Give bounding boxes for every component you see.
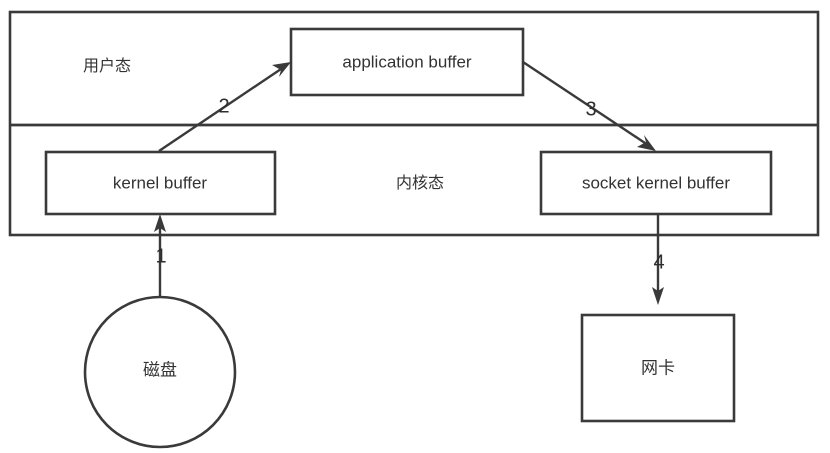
edge-4-label: 4 xyxy=(653,251,664,273)
node-kernel-buffer[interactable]: kernel buffer xyxy=(44,150,277,216)
space-container-outline xyxy=(8,10,820,237)
edge-2-kernel-buffer-to-application-buffer: 2 xyxy=(158,62,291,152)
space-container xyxy=(8,10,820,237)
node-disk[interactable]: 磁盘 xyxy=(83,295,237,449)
edge-3-line xyxy=(522,61,646,144)
disk-label: 磁盘 xyxy=(143,360,177,379)
edge-2-arrow-head xyxy=(272,62,291,77)
node-application-buffer[interactable]: application buffer xyxy=(289,27,525,97)
network-card-label: 网卡 xyxy=(641,358,675,377)
kernel-buffer-box[interactable] xyxy=(44,150,277,216)
edge-3-arrow-head xyxy=(637,135,656,151)
socket-kernel-buffer-box[interactable] xyxy=(539,150,773,216)
edge-1-label: 1 xyxy=(155,245,166,267)
node-socket-kernel-buffer[interactable]: socket kernel buffer xyxy=(539,150,773,216)
edge-3-application-buffer-to-socket-kernel-buffer: 3 xyxy=(522,61,656,151)
edge-3-label: 3 xyxy=(585,98,596,120)
edge-4-arrow-head xyxy=(652,287,664,305)
edge-2-line xyxy=(158,68,282,152)
socket-kernel-buffer-label: socket kernel buffer xyxy=(582,173,730,192)
zone-label-user-space: 用户态 xyxy=(83,57,131,75)
kernel-buffer-label: kernel buffer xyxy=(113,173,208,192)
edge-1-arrow-head xyxy=(154,214,166,232)
edge-1-disk-to-kernel-buffer: 1 xyxy=(154,214,167,297)
application-buffer-label: application buffer xyxy=(342,52,472,71)
network-card-box[interactable] xyxy=(580,313,736,423)
edge-2-label: 2 xyxy=(218,95,229,117)
node-network-card[interactable]: 网卡 xyxy=(580,313,736,423)
zone-label-kernel-space: 内核态 xyxy=(396,174,444,192)
edge-4-socket-kernel-buffer-to-network-card: 4 xyxy=(652,214,665,305)
